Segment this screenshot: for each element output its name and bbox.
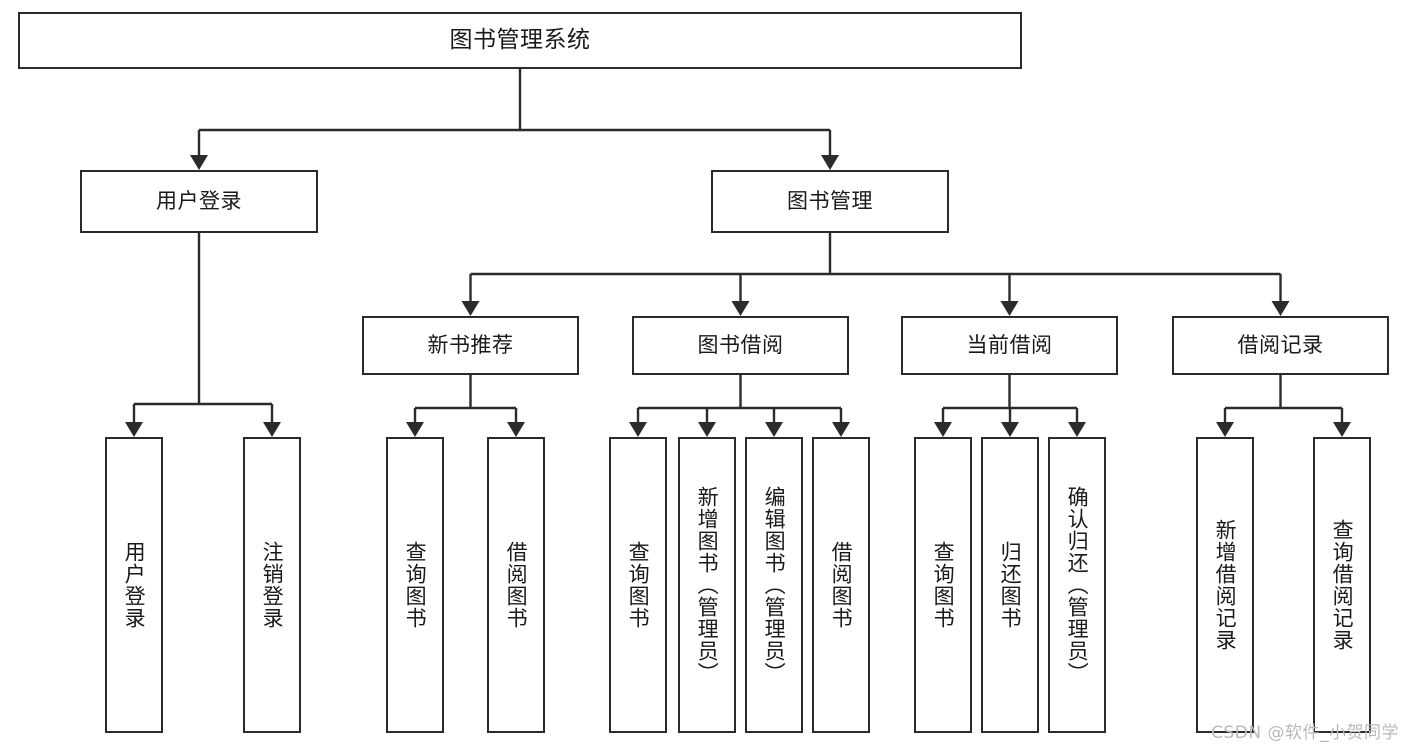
arrow-head-records-1 [1216, 422, 1234, 437]
node-label-borrow-1: 查询图书 [626, 541, 651, 629]
arrow-head-current-1 [934, 422, 952, 437]
node-label-current-1: 查询图书 [931, 541, 956, 629]
arrow-head-current-2 [1001, 422, 1019, 437]
node-borrow-4[interactable]: 借阅图书 [812, 437, 870, 733]
node-label-login-1: 用户登录 [122, 541, 147, 629]
arrow-head-login [190, 155, 208, 170]
node-label-records: 借阅记录 [1237, 332, 1324, 357]
arrow-head-borrow-1 [629, 422, 647, 437]
node-bookmgmt[interactable]: 图书管理 [711, 170, 949, 233]
node-label-login: 用户登录 [156, 188, 242, 213]
node-borrow-1[interactable]: 查询图书 [609, 437, 667, 733]
node-current-3[interactable]: 确认归还（管理员） [1048, 437, 1106, 733]
arrow-head-borrow [731, 301, 750, 316]
node-newbook-2[interactable]: 借阅图书 [487, 437, 545, 733]
node-login[interactable]: 用户登录 [80, 170, 318, 233]
arrow-head-borrow-3 [765, 422, 783, 437]
arrow-head-login-1 [125, 422, 143, 437]
node-borrow-2[interactable]: 新增图书（管理员） [678, 437, 736, 733]
node-label-root: 图书管理系统 [449, 26, 591, 53]
node-label-borrow-3: 编辑图书（管理员） [762, 486, 787, 684]
node-borrow[interactable]: 图书借阅 [632, 316, 849, 375]
node-records-2[interactable]: 查询借阅记录 [1313, 437, 1371, 733]
node-label-records-1: 新增借阅记录 [1213, 519, 1238, 651]
arrow-head-records-2 [1333, 422, 1351, 437]
node-label-current: 当前借阅 [966, 332, 1053, 357]
node-newbook-1[interactable]: 查询图书 [386, 437, 444, 733]
node-login-2[interactable]: 注销登录 [243, 437, 301, 733]
node-label-current-2: 归还图书 [998, 541, 1023, 629]
node-label-newbook-1: 查询图书 [403, 541, 428, 629]
node-current-2[interactable]: 归还图书 [981, 437, 1039, 733]
arrow-head-current [1000, 301, 1019, 316]
watermark-text: CSDN @软件_小贺同学 [1211, 723, 1399, 743]
arrow-head-borrow-2 [698, 422, 716, 437]
node-borrow-3[interactable]: 编辑图书（管理员） [745, 437, 803, 733]
node-login-1[interactable]: 用户登录 [105, 437, 163, 733]
node-records[interactable]: 借阅记录 [1172, 316, 1389, 375]
node-label-records-2: 查询借阅记录 [1330, 519, 1355, 651]
node-label-current-3: 确认归还（管理员） [1065, 486, 1090, 684]
node-label-newbook-2: 借阅图书 [504, 541, 529, 629]
node-label-bookmgmt: 图书管理 [787, 188, 873, 213]
node-current-1[interactable]: 查询图书 [914, 437, 972, 733]
node-label-borrow: 图书借阅 [697, 332, 784, 357]
arrow-head-newbook-2 [507, 422, 525, 437]
node-label-borrow-2: 新增图书（管理员） [695, 486, 720, 684]
arrow-head-bookmgmt [821, 155, 839, 170]
arrow-head-newbook [461, 301, 480, 316]
arrow-head-borrow-4 [832, 422, 850, 437]
arrow-head-records [1271, 301, 1290, 316]
arrow-head-newbook-1 [406, 422, 424, 437]
node-label-newbook: 新书推荐 [427, 332, 514, 357]
node-root[interactable]: 图书管理系统 [18, 12, 1022, 69]
arrow-head-login-2 [263, 422, 281, 437]
node-records-1[interactable]: 新增借阅记录 [1196, 437, 1254, 733]
node-current[interactable]: 当前借阅 [901, 316, 1118, 375]
arrow-head-current-3 [1068, 422, 1086, 437]
node-label-borrow-4: 借阅图书 [829, 541, 854, 629]
node-label-login-2: 注销登录 [260, 541, 285, 629]
node-newbook[interactable]: 新书推荐 [362, 316, 579, 375]
